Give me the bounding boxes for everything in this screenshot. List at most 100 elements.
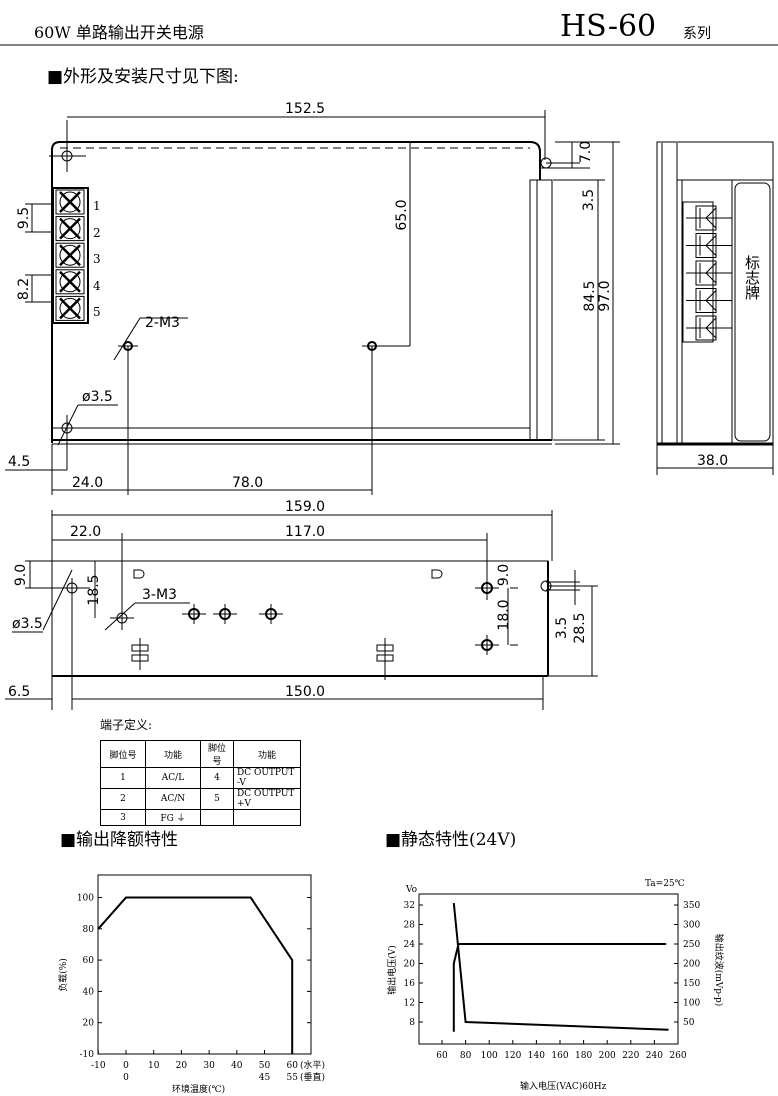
- derating-curve: [97, 896, 294, 1054]
- side-terminal-screw-icon: [686, 262, 732, 284]
- x-tick-label: 0: [123, 1061, 129, 1071]
- y-tick-label: 20: [83, 1019, 95, 1029]
- x-tick-label: 50: [259, 1061, 271, 1071]
- table-row: 1 AC/L 4 DC OUTPUT -V: [100, 767, 301, 789]
- y2-tick-label: 300: [683, 921, 700, 931]
- derating-title: ■输出降额特性: [60, 830, 178, 850]
- front-view-drawing: 159.0 22.0 117.0 9.0 18.5 3-M3 ø3.5 9.0 …: [5, 499, 598, 710]
- table-cell: DC OUTPUT -V: [233, 767, 301, 789]
- terminal-numbers: 1 2 3 4 5: [93, 199, 101, 319]
- table-header: 功能: [145, 740, 201, 768]
- dim-65: 65.0: [394, 199, 410, 230]
- model-name: HS-60: [560, 9, 656, 44]
- table-cell: FG ⏚: [145, 809, 201, 826]
- dim-3-5-front: 3.5: [554, 617, 570, 639]
- terminal-cross-icon: [59, 270, 81, 293]
- dim-7: 7.0: [578, 141, 594, 163]
- table-cell: AC/L: [145, 767, 201, 789]
- x-tick-label: 200: [599, 1051, 616, 1061]
- static-ylabel-right: 输出纹波(mVp-p): [713, 934, 725, 1007]
- vo-label: Vo: [405, 885, 417, 895]
- hole-label-front: ø3.5: [12, 616, 43, 632]
- terminal-cross-icon: [59, 297, 81, 320]
- dim-24: 24.0: [72, 475, 103, 491]
- dim-84-5: 84.5: [582, 280, 598, 311]
- svg-text:3: 3: [93, 252, 101, 266]
- terminal-screw-icon: [59, 191, 81, 213]
- dim-8-2: 8.2: [16, 278, 32, 300]
- terminal-cell: [55, 295, 85, 321]
- y-tick-label: 12: [404, 999, 415, 1009]
- derating-ylabel: 负载(%): [57, 958, 69, 992]
- x-tick-label-vertical: 45: [259, 1073, 271, 1083]
- static-title: ■静态特性(24V): [385, 830, 516, 850]
- svg-text:5: 5: [93, 305, 101, 319]
- terminal-cell: [55, 216, 85, 242]
- x-tick-label: 40: [231, 1061, 243, 1071]
- derating-xlabel: 环境温度(℃): [172, 1083, 225, 1095]
- dim-38: 38.0: [697, 453, 728, 469]
- x-tick-label: 160: [551, 1051, 568, 1061]
- dim-150: 150.0: [285, 684, 325, 700]
- dim-28-5: 28.5: [572, 612, 588, 643]
- table-cell: [200, 809, 234, 826]
- x-tick-label: 220: [622, 1051, 639, 1061]
- x-tick-label: 120: [504, 1051, 521, 1061]
- table-header: 功能: [233, 740, 301, 768]
- x-row-label-horizontal: (水平): [300, 1059, 325, 1071]
- hole-label: ø3.5: [82, 389, 113, 405]
- y-tick-label: 8: [409, 1018, 415, 1028]
- static-xlabel: 输入电压(VAC)60Hz: [520, 1080, 607, 1092]
- svg-text:4: 4: [93, 279, 101, 293]
- dim-4-5: 4.5: [8, 454, 30, 470]
- y-tick-label: 24: [404, 940, 416, 950]
- y-tick-label: -10: [80, 1050, 95, 1060]
- static-ylabel: 输出电压(V): [386, 945, 398, 995]
- static-characteristics-chart: ■静态特性(24V) Ta=25℃ Vo 输出电压(V) 输出纹波(mVp-p)…: [385, 830, 725, 1092]
- series-label: 系列: [683, 26, 711, 42]
- side-terminal-block: [682, 201, 714, 343]
- terminal-cross-icon: [59, 244, 81, 267]
- x-tick-label: 100: [481, 1051, 498, 1061]
- hole-crosshair: [110, 608, 134, 628]
- x-tick-label: 260: [669, 1051, 686, 1061]
- x-tick-label: 180: [575, 1051, 592, 1061]
- dim-9-right: 9.0: [496, 564, 512, 586]
- side-terminal-screw-icon: [686, 290, 732, 311]
- hole-crosshair: [182, 604, 206, 624]
- dim-18-5: 18.5: [86, 574, 102, 605]
- side-terminal-screw-icon: [686, 207, 732, 229]
- x-tick-label: 20: [176, 1061, 188, 1071]
- y2-tick-label: 250: [683, 940, 700, 950]
- dim-152-5: 152.5: [285, 101, 325, 117]
- y-tick-label: 100: [77, 894, 94, 904]
- y2-tick-label: 50: [683, 1018, 695, 1028]
- terminal-screw-icon: [59, 218, 81, 240]
- svg-text:2: 2: [93, 226, 101, 240]
- static-plot-frame: [418, 893, 679, 1045]
- screw-label-2-m3: 2-M3: [145, 315, 180, 331]
- y-tick-label: 60: [83, 956, 95, 966]
- y-tick-label: 20: [404, 960, 416, 970]
- terminal-table-title: 端子定义:: [100, 717, 152, 732]
- derating-plot-frame: [97, 874, 312, 1055]
- terminal-definition-table: 脚位号 功能 脚位号 功能 1 AC/L 4 DC OUTPUT -V 2 AC…: [100, 740, 301, 826]
- hole-crosshair: [213, 604, 237, 624]
- table-cell: 2: [100, 788, 146, 810]
- side-terminal-screw-icon: [686, 317, 732, 339]
- table-cell: 3: [100, 809, 146, 826]
- table-cell: AC/N: [145, 788, 201, 810]
- dim-6-5: 6.5: [8, 684, 30, 700]
- y-tick-label: 28: [404, 921, 416, 931]
- table-cell: 1: [100, 767, 146, 789]
- y2-tick-label: 350: [683, 901, 700, 911]
- dim-117: 117.0: [285, 524, 325, 540]
- y2-tick-label: 200: [683, 960, 700, 970]
- dim-9-left: 9.0: [13, 564, 29, 586]
- terminal-cell: [55, 242, 85, 268]
- output-ripple-line: [452, 902, 669, 1031]
- dim-159: 159.0: [285, 499, 325, 515]
- terminal-cell: [55, 269, 85, 295]
